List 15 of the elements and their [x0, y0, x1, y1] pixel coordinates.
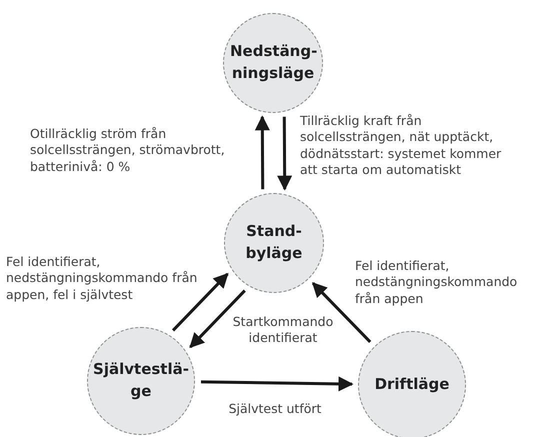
arrow	[172, 272, 229, 332]
state-name: Självtestlä-ge	[92, 359, 190, 402]
state-name: Driftläge	[374, 374, 450, 396]
state-name: Nedstäng-ningsläge	[230, 41, 316, 84]
edge-label: Fel identifierat, nedstängningskommando från appen	[355, 258, 518, 307]
edge-label: Självtest utfört	[228, 401, 322, 418]
edge-label: Otillräcklig ström från solcellssträngen, strömavbrott, batterinivå: 0 %	[30, 126, 226, 175]
state-name: Stand-byläge	[244, 221, 304, 264]
arrow	[189, 290, 246, 348]
edge-label: Fel identifierat, nedstängningskommando från appen, fel i självtest	[6, 254, 198, 303]
edge-label: Tillräcklig kraft från solcellssträngen, nät upptäckt, dödnätsstart: systemet kommer att starta om automatiskt	[300, 113, 502, 178]
arrow	[277, 116, 292, 191]
arrow	[200, 376, 354, 392]
arrow	[254, 115, 270, 190]
edge-label: Startkommando identifierat	[232, 314, 334, 346]
